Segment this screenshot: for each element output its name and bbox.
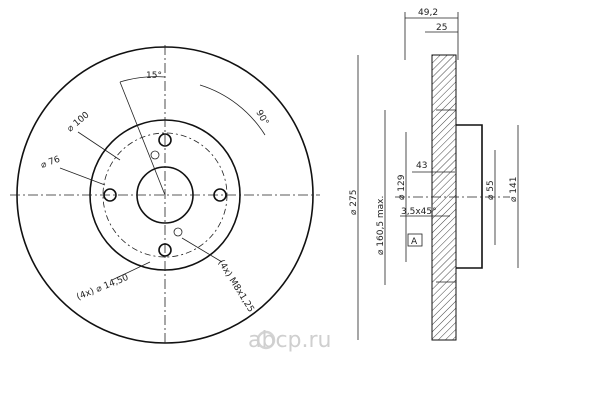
angle-arc-15 bbox=[119, 76, 166, 83]
watermark-text: abcp.ru bbox=[248, 328, 332, 353]
angle-leader-15 bbox=[119, 81, 166, 196]
watermark-logo-icon bbox=[256, 330, 276, 350]
angle-arc-90 bbox=[199, 84, 266, 136]
holes-label: (4x) ⌀ 14,50 bbox=[75, 273, 130, 303]
angle-90-label: 90° bbox=[253, 109, 270, 128]
leader-thread bbox=[181, 237, 223, 263]
thread-label: (4x) M8x1,25 bbox=[215, 258, 255, 314]
dia-76-label: ⌀ 76 bbox=[40, 155, 62, 171]
bolt-hole-left bbox=[103, 188, 117, 202]
dia-160-label: ⌀ 160,5 max. bbox=[376, 196, 386, 255]
datum-box bbox=[407, 233, 423, 247]
thread-hole-1 bbox=[150, 150, 160, 160]
bolt-hole-right bbox=[213, 188, 227, 202]
friction-ring-section bbox=[431, 54, 457, 341]
dia-141-label: ⌀ 141 bbox=[509, 177, 519, 202]
width-inner-label: 25 bbox=[436, 23, 447, 33]
dia-55-label: ⌀ 55 bbox=[486, 180, 496, 200]
bolt-hole-bottom bbox=[158, 243, 172, 257]
leader-holes bbox=[111, 261, 151, 281]
chamfer-label: 3,5x45° bbox=[401, 207, 437, 217]
dia-100-label: ⌀ 100 bbox=[66, 110, 92, 134]
vent-vanes bbox=[436, 109, 456, 283]
hub-hat-outline bbox=[456, 124, 483, 269]
bolt-hole-top bbox=[158, 133, 172, 147]
leader-dia-100 bbox=[77, 131, 121, 161]
leader-dia-76 bbox=[59, 167, 106, 186]
side-view: 49,2 25 ⌀ 275 ⌀ 160,5 max. ⌀ 129 ⌀ 55 ⌀ … bbox=[349, 8, 519, 341]
front-view: 15° 90° ⌀ 100 ⌀ 76 (4x) ⌀ 14,50 (4x) M8x… bbox=[10, 45, 320, 345]
thread-hole-2 bbox=[173, 227, 183, 237]
dia-129-label: ⌀ 129 bbox=[397, 174, 407, 200]
width-total-label: 49,2 bbox=[418, 8, 438, 18]
angle-15-label: 15° bbox=[146, 71, 162, 81]
dia-275-label: ⌀ 275 bbox=[349, 190, 359, 215]
dim-43-label: 43 bbox=[416, 161, 427, 171]
watermark: abcp.ru bbox=[248, 328, 332, 353]
datum-label: A bbox=[411, 237, 418, 247]
